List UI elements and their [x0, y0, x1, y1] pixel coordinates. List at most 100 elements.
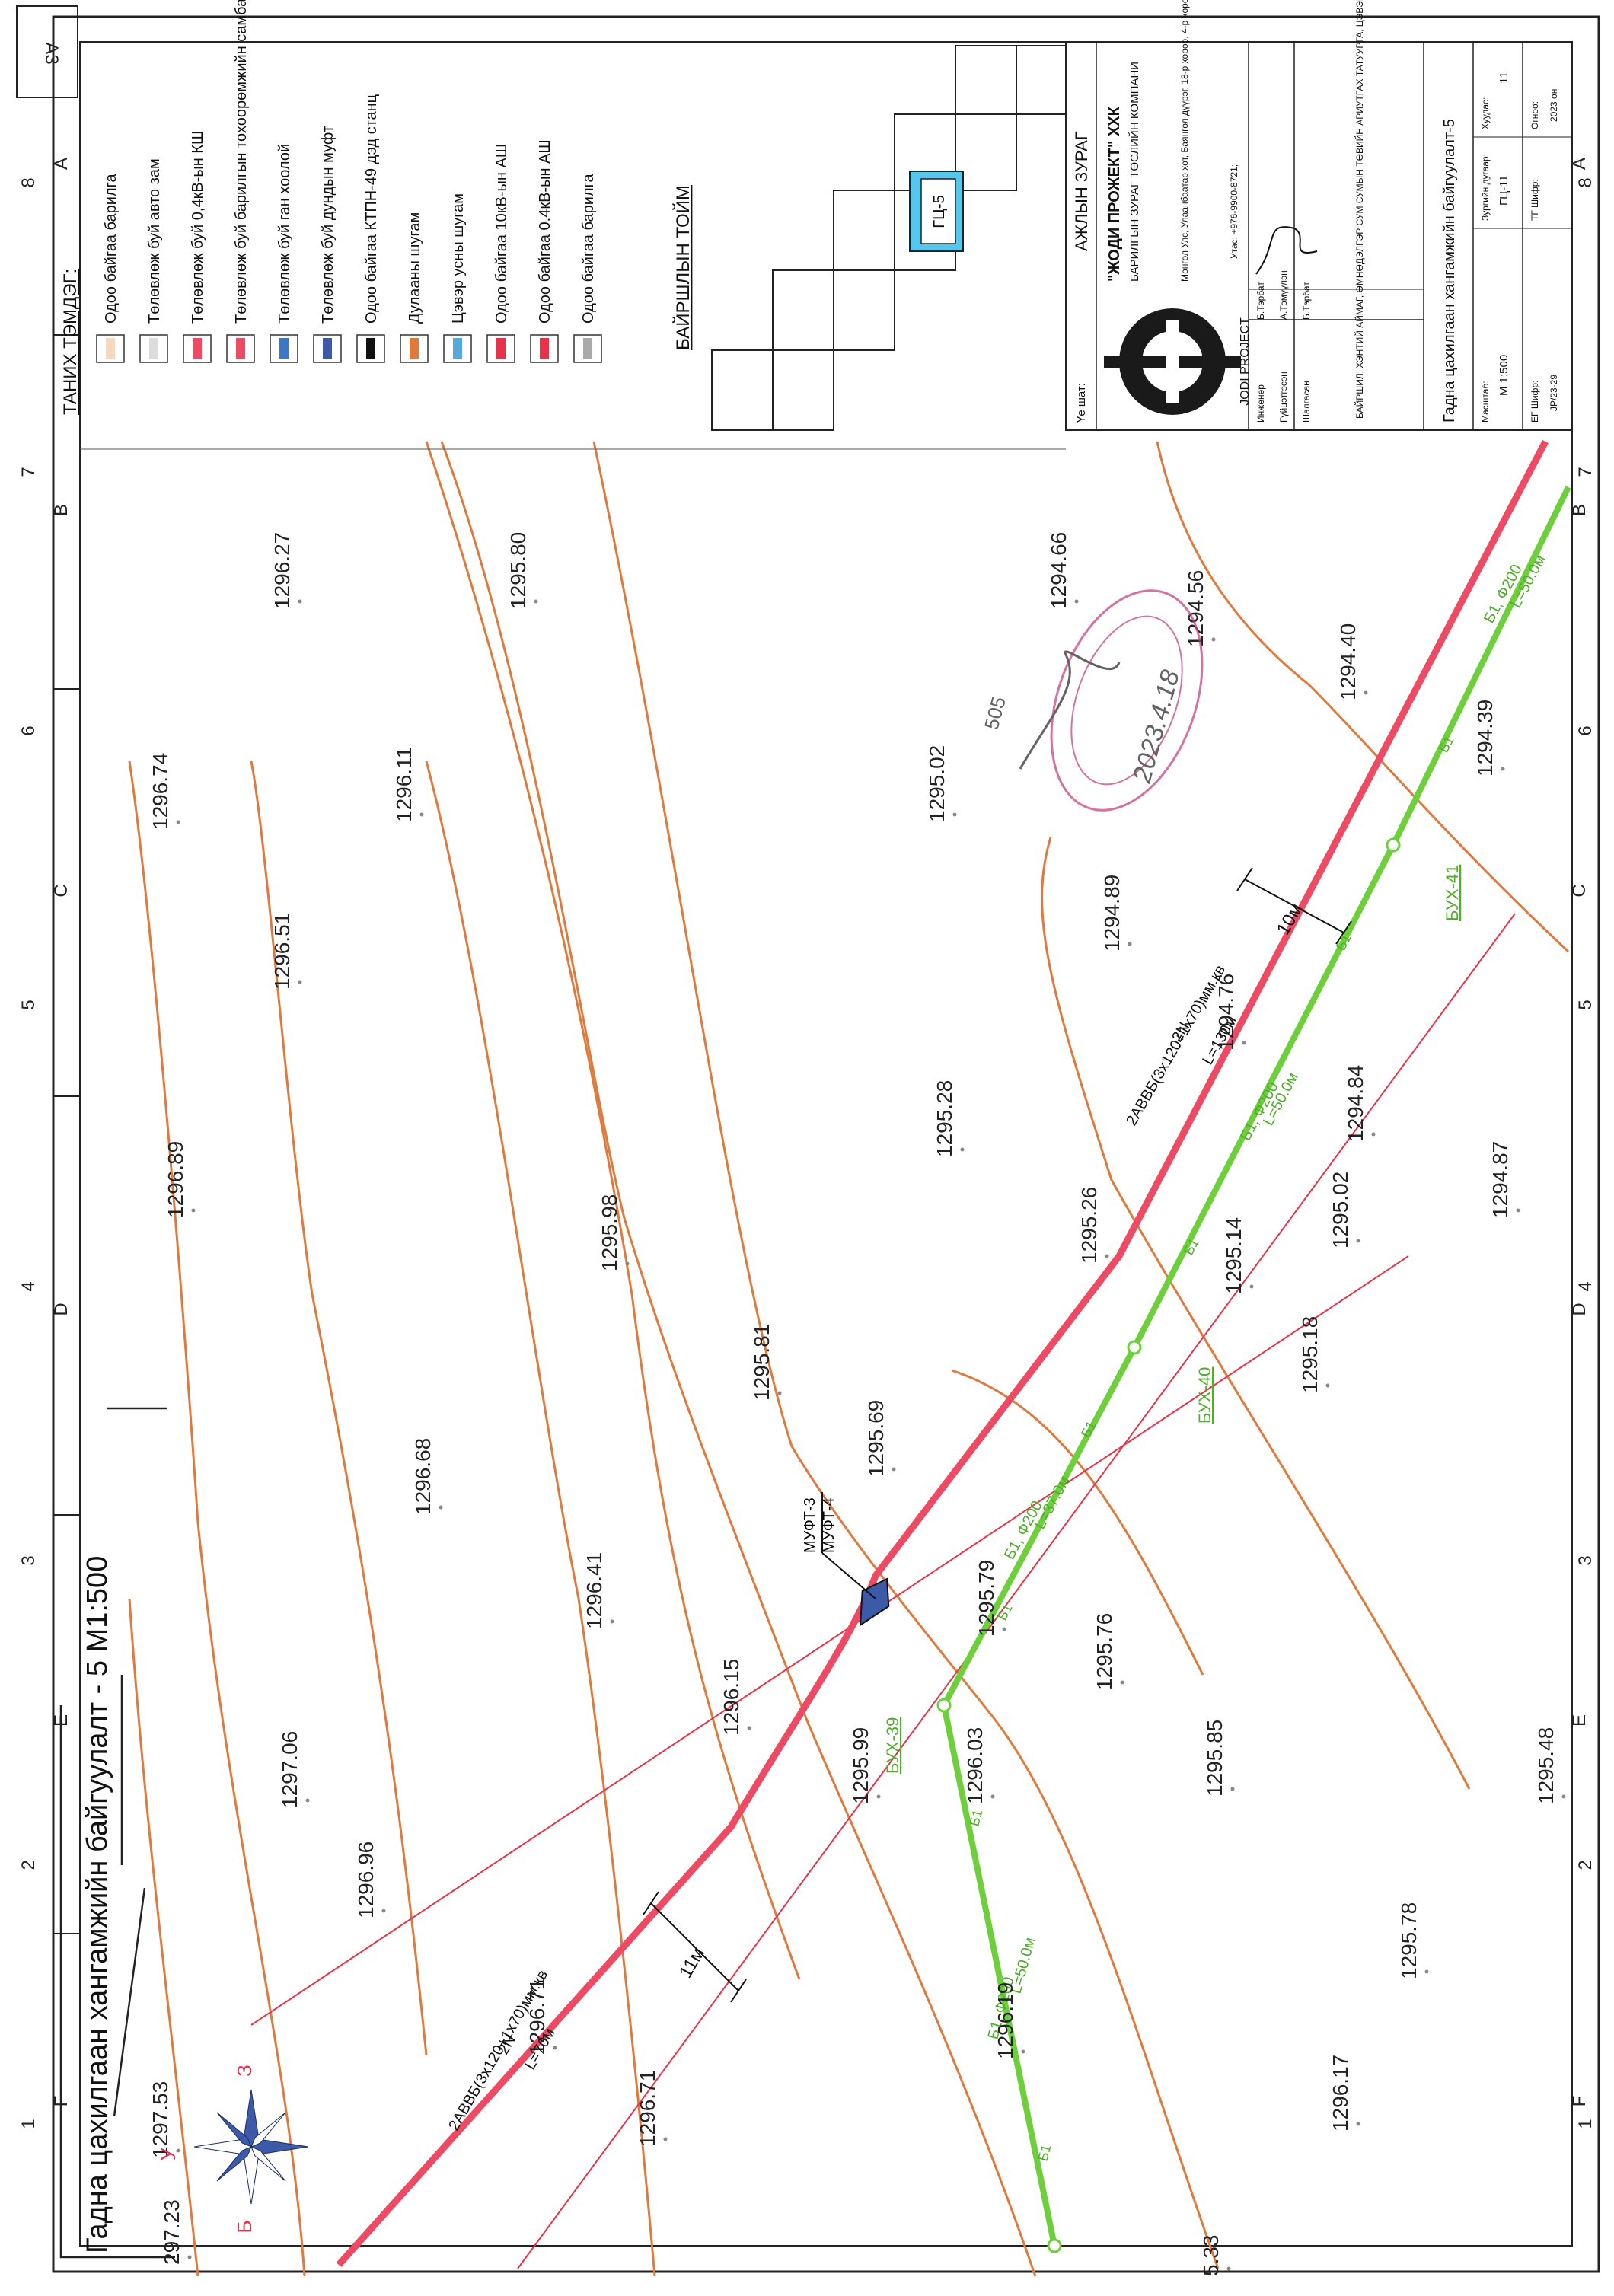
existing-building-2-icon [583, 338, 592, 359]
svg-text:Цэвэр усны шугам: Цэвэр усны шугам [450, 193, 467, 324]
svg-text:1295.28: 1295.28 [933, 1080, 956, 1157]
svg-text:1295.02: 1295.02 [1329, 1172, 1352, 1248]
svg-text:1295.02: 1295.02 [925, 745, 949, 822]
elevation-point: 1296.11 [392, 747, 424, 822]
svg-text:1297.06: 1297.06 [278, 1731, 301, 1808]
svg-text:2023 он: 2023 он [1549, 89, 1559, 122]
elevation-point: 1294.87 [1488, 1141, 1520, 1218]
grid-row-label: D [1569, 1303, 1590, 1315]
elevation-point: 1295.98 [598, 1194, 630, 1271]
overhead-04kv-icon [540, 338, 549, 359]
well-labels: БУХ-39 БУХ-40 БУХ-41 [883, 865, 1462, 1774]
muft-label-3: МУФТ-3 [802, 1497, 818, 1553]
legend-item: Одоо байгаа 10кВ-ын АШ [486, 144, 515, 363]
grid-column-label: 1 [1575, 2119, 1596, 2129]
svg-text:JODI PROJECT: JODI PROJECT [1239, 317, 1252, 406]
grid-row-label: B [1569, 504, 1590, 516]
elevation-point: 1296.74 [148, 753, 180, 830]
svg-text:1295.85: 1295.85 [1203, 1720, 1226, 1797]
legend-item: Одоо байгаа 0.4кВ-ын АШ [530, 139, 559, 363]
svg-text:1295.99: 1295.99 [849, 1727, 872, 1804]
elevation-point: 1297.06 [278, 1731, 310, 1808]
svg-text:1296.96: 1296.96 [354, 1842, 378, 1918]
location-map-title: БАЙРШЛЫН ТОЙМ [672, 185, 694, 350]
elevation-point: 1296.03 [963, 1727, 995, 1804]
svg-text:1295.78: 1295.78 [1397, 1902, 1421, 1979]
legend-item: Төлөвлөж буй барилгын тохоорөмжийн самба… [226, 0, 255, 363]
elevation-point: 1296.41 [582, 1552, 614, 1629]
svg-text:1295.14: 1295.14 [1222, 1217, 1246, 1294]
heating-line-icon [410, 338, 419, 359]
legend-item: Одоо байгаа барилга [96, 174, 125, 363]
legend-item: Төлөвлөж буй авто зам [139, 158, 168, 363]
svg-text:БУХ-41: БУХ-41 [1443, 865, 1462, 921]
svg-text:Төлөвлөж буй барилгын тохоорөм: Төлөвлөж буй барилгын тохоорөмжийн самба… [233, 0, 250, 324]
svg-text:Инженер: Инженер [1255, 384, 1266, 423]
well-buh-39 [936, 1698, 952, 1713]
elevation-point: 1296.15 [719, 1659, 751, 1736]
elevation-point: 1295.76 [1092, 1613, 1124, 1690]
svg-text:1294.84: 1294.84 [1344, 1065, 1367, 1142]
svg-text:1295.26: 1295.26 [1077, 1187, 1101, 1264]
svg-text:1295.69: 1295.69 [864, 1400, 888, 1477]
svg-text:1294.87: 1294.87 [1488, 1141, 1512, 1218]
elevation-point: 1295.14 [1222, 1217, 1254, 1294]
elevation-point: 1295.78 [1397, 1902, 1429, 1979]
svg-text:Гүйцэтгэсэн: Гүйцэтгэсэн [1278, 372, 1289, 423]
svg-text:1295.98: 1295.98 [598, 1194, 621, 1271]
svg-text:1295.79: 1295.79 [974, 1560, 998, 1637]
svg-text:БАРИЛГЫН ЗУРАГ ТӨСЛИЙН КОМПАНИ: БАРИЛГЫН ЗУРАГ ТӨСЛИЙН КОМПАНИ [1128, 62, 1141, 282]
elevation-point: 1294.40 [1336, 623, 1368, 700]
svg-text:Одоо байгаа КТПН-49 дэд станц: Одоо байгаа КТПН-49 дэд станц [363, 94, 380, 324]
svg-text:1294.89: 1294.89 [1100, 875, 1124, 952]
svg-text:1296.71: 1296.71 [636, 2070, 659, 2147]
svg-text:1296.19: 1296.19 [994, 1982, 1017, 2059]
muft-marker: МУФТ-3 МУФТ-4 [802, 1492, 890, 1627]
elevation-point: 1295.85 [1203, 1720, 1235, 1797]
legend-item: Төлөвлөж буй дундын муфт [313, 126, 342, 363]
svg-text:Үе шат:: Үе шат: [1075, 383, 1088, 423]
svg-text:БАЙРШИЛ: ХЭНТИЙ АЙМАГ, ӨМНӨДЭЛ: БАЙРШИЛ: ХЭНТИЙ АЙМАГ, ӨМНӨДЭЛГЭР СУМ СУ… [1354, 0, 1365, 419]
svg-text:АЖЛЫН ЗУРАГ: АЖЛЫН ЗУРАГ [1072, 131, 1091, 251]
grid-column-label: 5 [1575, 1000, 1596, 1009]
legend-item: Төлөвлөж буй 0,4кВ-ын КШ [183, 131, 212, 363]
legend-title: ТАНИХ ТЭМДЭГ: [60, 269, 81, 415]
svg-text:JP/23-29: JP/23-29 [1549, 375, 1559, 411]
grid-row-label: B [51, 504, 72, 516]
svg-text:М 1:500: М 1:500 [1498, 355, 1510, 396]
svg-text:Төлөвлөж буй 0,4кВ-ын КШ: Төлөвлөж буй 0,4кВ-ын КШ [190, 131, 206, 324]
grid-column-label: 5 [18, 1000, 39, 1009]
svg-text:1297.53: 1297.53 [148, 2081, 172, 2158]
svg-text:1295.80: 1295.80 [506, 532, 530, 609]
svg-text:1294.40: 1294.40 [1336, 623, 1360, 700]
legend: ТАНИХ ТЭМДЭГ: Одоо байгаа барилга Төлөвлө… [60, 0, 1066, 450]
elevation-point: 1295.26 [1077, 1187, 1109, 1264]
svg-text:1294.39: 1294.39 [1473, 700, 1497, 776]
svg-text:БУХ-40: БУХ-40 [1195, 1367, 1214, 1424]
svg-text:Огноо:: Огноо: [1529, 101, 1540, 129]
svg-text:1296.71: 1296.71 [525, 1979, 549, 2055]
svg-text:1295.76: 1295.76 [1092, 1613, 1116, 1690]
elevation-point: 1296.96 [354, 1842, 386, 1918]
contour-lines [128, 441, 1570, 2277]
grid-column-label: 3 [18, 1555, 39, 1565]
elevation-point: 1295.48 [1534, 1727, 1566, 1804]
svg-text:А.Тэмүүлэн: А.Тэмүүлэн [1278, 270, 1289, 320]
svg-text:1296.74: 1296.74 [148, 753, 172, 830]
cable-04kv-icon [193, 338, 202, 359]
well-buh-40 [1127, 1340, 1142, 1355]
svg-text:Зургийн дугаар:: Зургийн дугаар: [1480, 154, 1491, 221]
grid-column-label: 7 [1575, 467, 1596, 477]
steel-pipe-icon [279, 338, 289, 359]
svg-text:1296.89: 1296.89 [164, 1141, 187, 1218]
existing-building-icon [106, 338, 115, 359]
water-line-icon [453, 338, 462, 359]
elevation-point: 1296.19 [994, 1982, 1025, 2059]
substation-icon [366, 338, 375, 359]
elevation-point: 1294.39 [1473, 700, 1505, 776]
svg-text:1296.11: 1296.11 [392, 747, 416, 822]
planned-road-icon [149, 338, 158, 359]
svg-text:ЕГ Шифр:: ЕГ Шифр: [1529, 381, 1540, 423]
grid-column-label: 3 [1575, 1555, 1596, 1565]
